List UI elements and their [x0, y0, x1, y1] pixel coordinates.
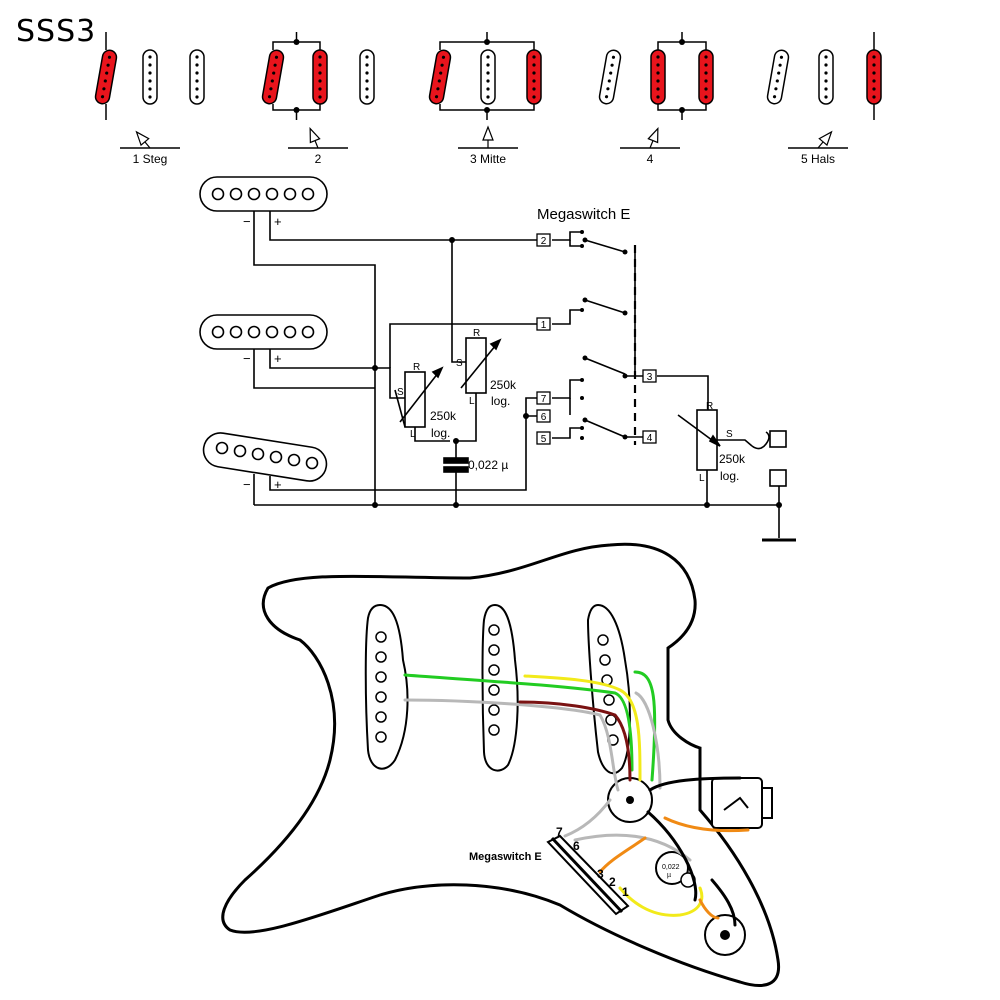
position-4-bridge-pickup [598, 49, 622, 105]
position-label-1: 1 Steg [133, 152, 168, 166]
bridge-plus: + [274, 477, 282, 492]
megaswitch-layout [546, 834, 630, 916]
layout-term-1: 1 [622, 885, 629, 899]
vol-pin-s: S [726, 429, 733, 440]
terminal-6: 6 [541, 412, 547, 423]
position-5-bridge-pickup [766, 49, 790, 105]
layout-cap-text-2: µ [667, 872, 671, 879]
schematic-pole-pieces [211, 187, 319, 470]
position-2-bridge-pickup [261, 49, 285, 105]
middle-plus: + [274, 351, 282, 366]
position-label-4: 4 [647, 152, 654, 166]
position-1-neck-pickup [189, 49, 205, 105]
position-1-bridge-pickup [94, 49, 118, 105]
vol-taper: log. [720, 469, 739, 483]
neck-minus: − [243, 214, 251, 229]
middle-minus: − [243, 351, 251, 366]
position-2: 2 [261, 32, 375, 166]
position-1-middle-pickup [142, 49, 158, 105]
pickguard-layout [221, 542, 781, 987]
pot1-taper: log. [431, 426, 450, 440]
terminal-2: 2 [541, 236, 547, 247]
layout-term-6: 6 [573, 839, 580, 853]
neck-plus: + [274, 214, 282, 229]
terminal-4: 4 [647, 433, 653, 444]
vol-pin-r: R [706, 401, 713, 412]
bridge-minus: − [243, 477, 251, 492]
pot2-taper: log. [491, 394, 510, 408]
page-title: SSS3 [16, 14, 97, 49]
megaswitch-schematic [552, 231, 643, 445]
terminal-7: 7 [541, 394, 547, 405]
pickup-neck-layout [586, 603, 631, 775]
layout-term-3: 3 [597, 867, 604, 881]
pot1-pin-r: R [413, 362, 420, 373]
layout-term-7: 7 [556, 825, 563, 839]
terminal-3: 3 [647, 372, 653, 383]
position-5: 5 Hals [766, 32, 882, 166]
position-3: 3 Mitte [428, 32, 542, 166]
cap-value: 0,022 µ [468, 458, 508, 472]
schematic-terminals: 2 1 7 6 5 3 4 [536, 233, 657, 445]
position-label-5: 5 Hals [801, 152, 835, 166]
pickup-middle-schematic [199, 314, 328, 350]
position-4: 4 [598, 32, 714, 166]
position-3-neck-pickup [526, 49, 542, 105]
layout-cap-text-1: 0,022 [662, 864, 680, 871]
terminal-5: 5 [541, 434, 547, 445]
position-5-middle-pickup [818, 49, 834, 105]
vol-pin-l: L [699, 473, 705, 484]
pot2-pin-r: R [473, 328, 480, 339]
position-3-bridge-pickup [428, 49, 452, 105]
position-2-middle-pickup [312, 49, 328, 105]
layout-term-2: 2 [609, 875, 616, 889]
layout-switch-label: Megaswitch E [469, 851, 542, 863]
terminal-1: 1 [541, 320, 547, 331]
position-label-2: 2 [315, 152, 322, 166]
position-4-middle-pickup [650, 49, 666, 105]
pickup-neck-schematic [199, 176, 328, 212]
position-4-neck-pickup [698, 49, 714, 105]
pot2-value: 250k [490, 378, 517, 392]
position-2-neck-pickup [359, 49, 375, 105]
position-5-neck-pickup [866, 49, 882, 105]
layout-pole-pieces [375, 624, 619, 746]
pot-tone1-layout [655, 851, 689, 885]
position-label-3: 3 Mitte [470, 152, 506, 166]
pickup-bridge-layout [364, 603, 409, 770]
pot1-pin-s: S [397, 387, 404, 398]
position-1: 1 Steg [94, 32, 205, 166]
switch-positions: 1 Steg 2 3 Mitte 4 5 Hals [94, 32, 882, 166]
pickup-bridge-schematic [202, 432, 328, 482]
pot2-pin-s: S [456, 358, 463, 369]
output-jack-layout [711, 777, 773, 829]
position-3-middle-pickup [480, 49, 496, 105]
schematic [199, 176, 796, 542]
pot1-pin-l: L [410, 429, 416, 440]
vol-value: 250k [719, 452, 746, 466]
pot1-value: 250k [430, 409, 457, 423]
schematic-junctions [372, 230, 782, 508]
schematic-switch-title: Megaswitch E [537, 206, 630, 223]
pot2-pin-l: L [469, 396, 475, 407]
